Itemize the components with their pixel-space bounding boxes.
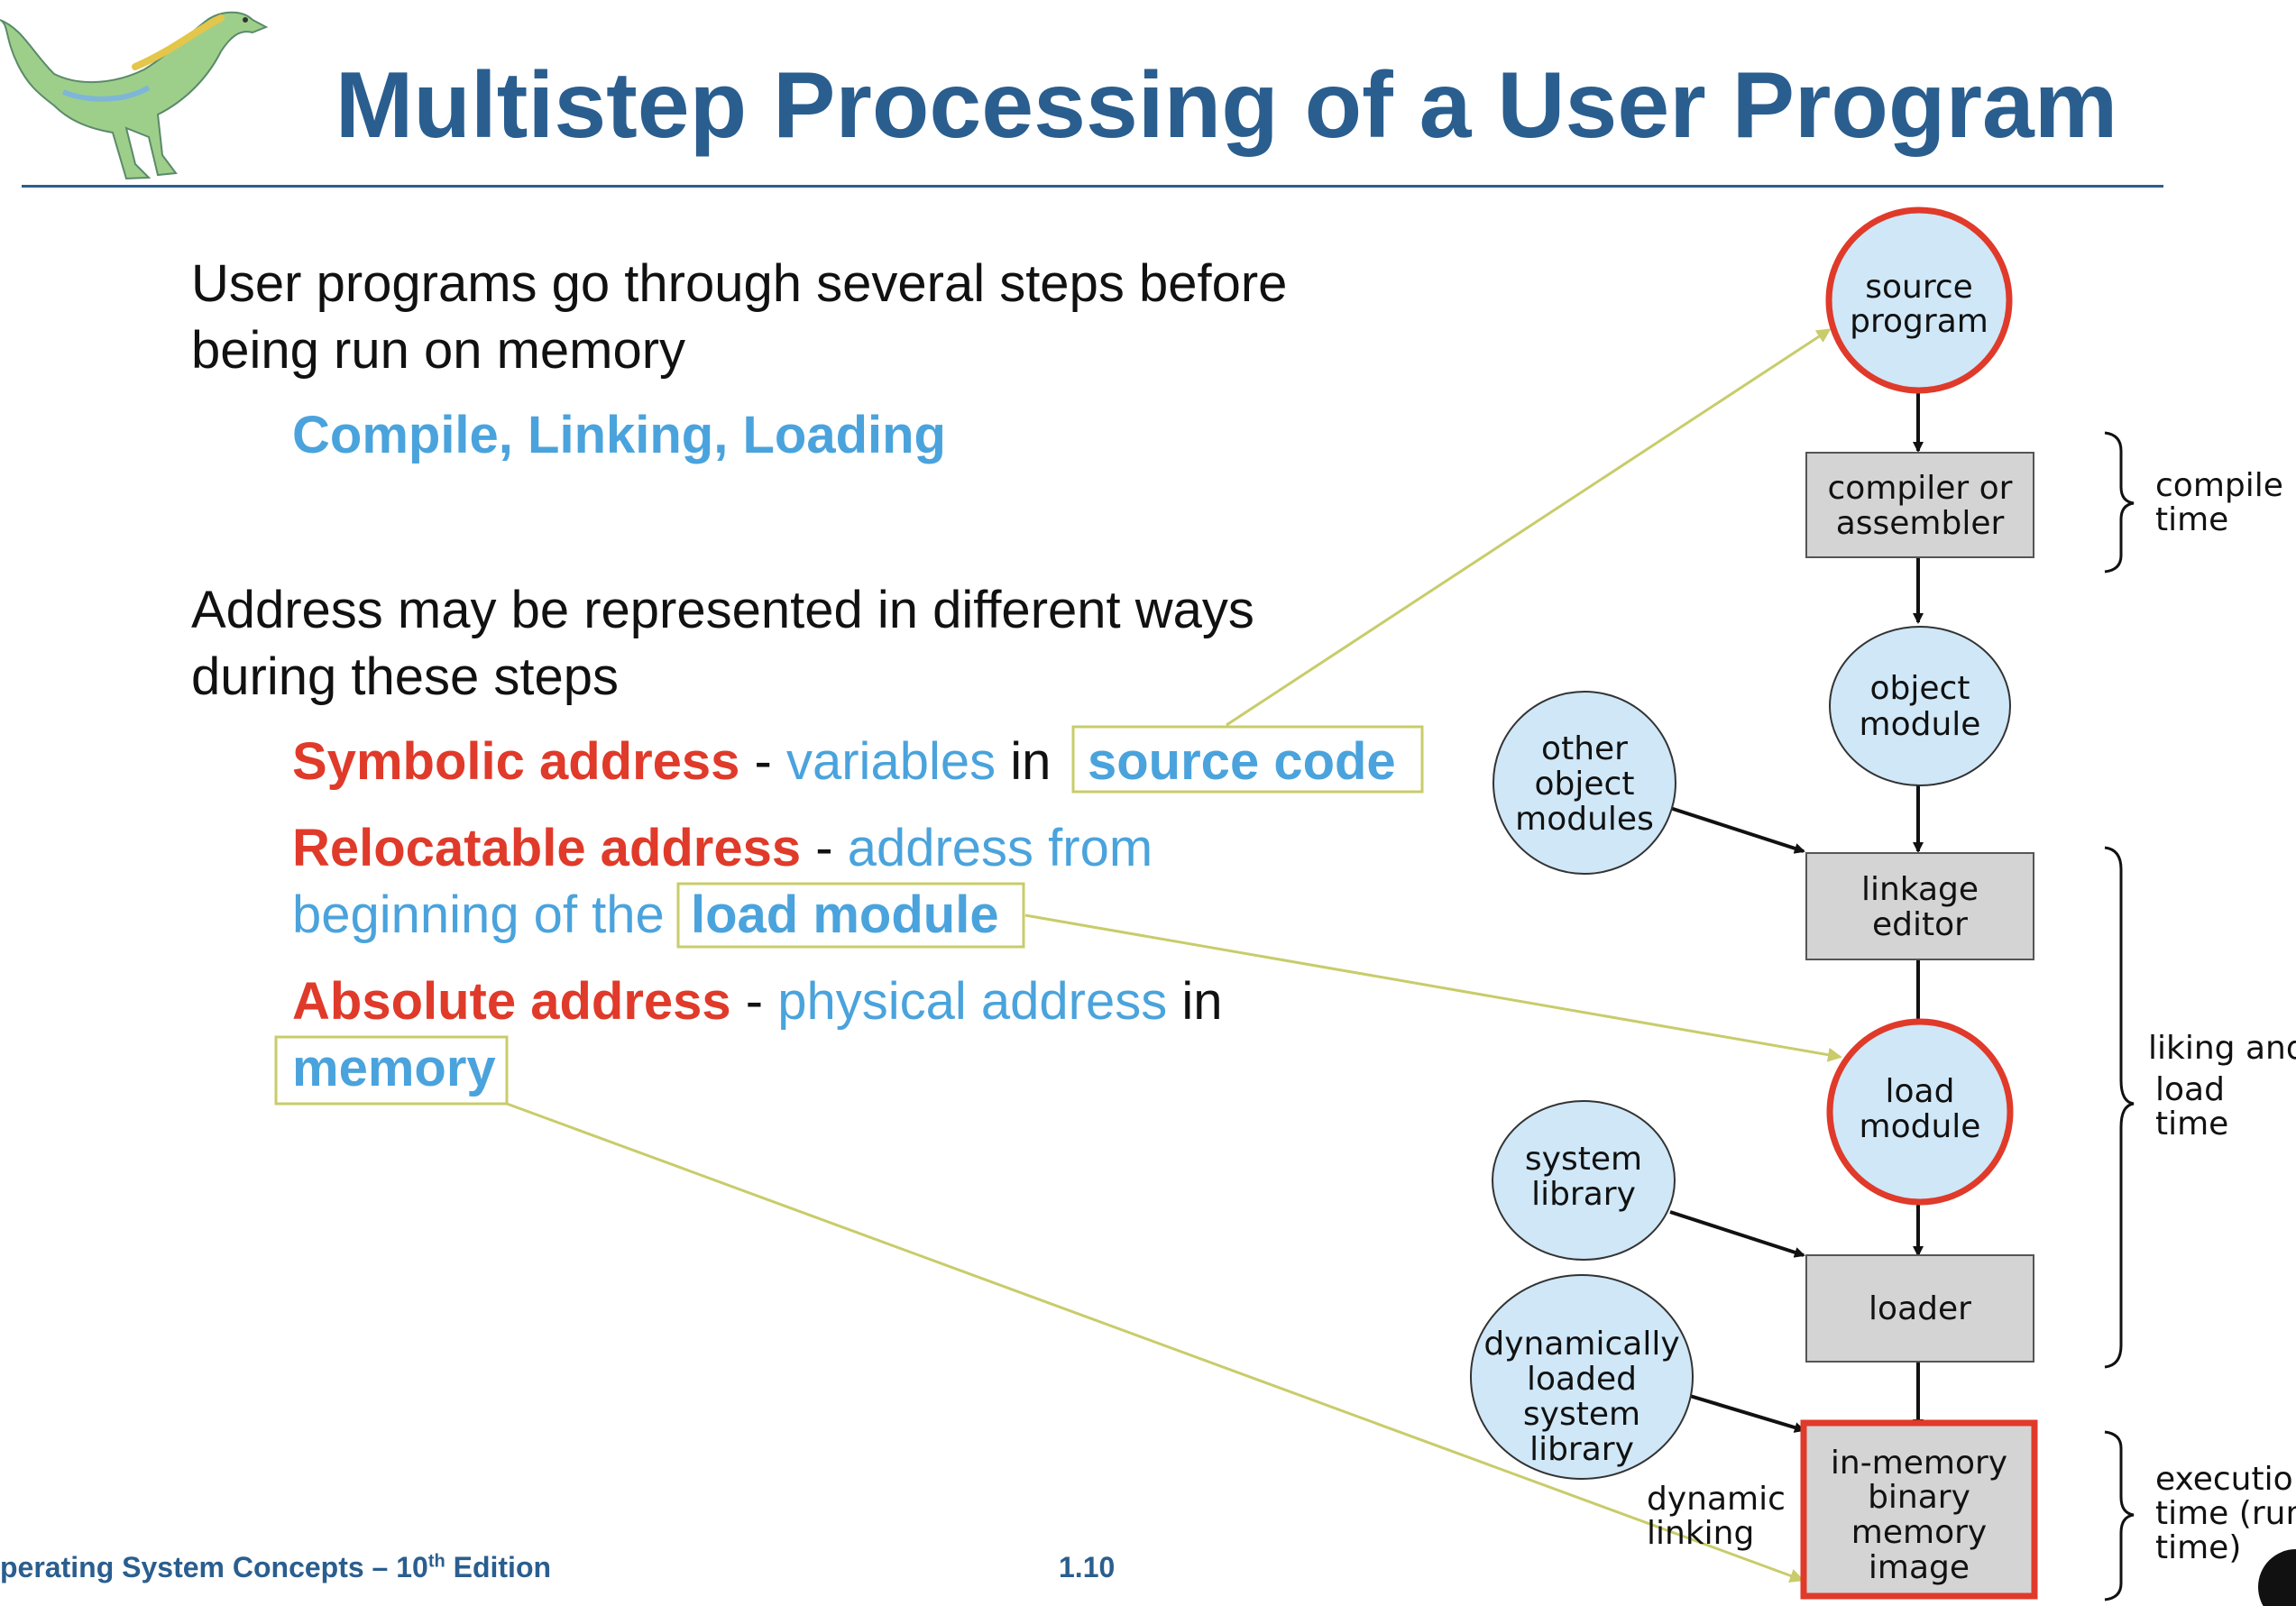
dinosaur-logo (0, 11, 269, 180)
connector-load-module (1024, 913, 1842, 1062)
connector-source-code (1226, 328, 1832, 727)
intro-line-2: being run on memory (191, 321, 686, 380)
compiler-box: compiler or assembler (1805, 452, 2034, 558)
absolute-address-desc: physical address (777, 972, 1168, 1031)
node-label: compile (2155, 467, 2283, 504)
source-code-box (1071, 725, 1424, 794)
node-label: dynamically (1483, 1326, 1679, 1363)
load-module-highlight: load module (691, 886, 999, 944)
node-label: library (1531, 1176, 1636, 1213)
node-label: linkage (1861, 871, 1979, 908)
node-label: executio (2155, 1461, 2293, 1498)
node-label: load (1886, 1073, 1955, 1110)
symbolic-address-line: Symbolic address - variables in (292, 729, 1051, 795)
other-object-modules-node: other object modules (1492, 691, 1676, 875)
load-module-node: load module (1826, 1018, 2014, 1206)
dynamic-linking-label: dynamic linking (1647, 1481, 1786, 1552)
node-label: dynamic (1647, 1481, 1786, 1518)
node-label: compiler or (1828, 470, 2013, 507)
dynamic-library-node: dynamically loaded system library (1470, 1274, 1694, 1480)
connector-word: in (996, 732, 1052, 791)
system-library-node: system library (1492, 1100, 1676, 1261)
node-label: editor (1872, 906, 1968, 943)
node-label: source (1865, 269, 1973, 306)
footer-page-number: 1.10 (1059, 1551, 1116, 1583)
arrow-dynamic-library (1689, 1394, 1805, 1433)
node-label: image (1869, 1549, 1970, 1586)
node-label: in-memory (1831, 1445, 2007, 1482)
intro-line-1: User programs go through several steps b… (191, 254, 1288, 313)
object-module-node: object module (1829, 626, 2011, 786)
linkage-editor-box: linkage editor (1805, 852, 2034, 960)
slide-title: Multistep Processing of a User Program (335, 53, 2118, 158)
node-label: load (2155, 1071, 2225, 1108)
arrow-other-modules (1669, 806, 1805, 854)
node-label: system (1525, 1141, 1642, 1178)
node-label: loaded (1527, 1361, 1637, 1398)
symbolic-address-desc: variables (785, 732, 996, 791)
execution-time-label: executio time (run time) (2155, 1461, 2296, 1566)
footer-book-suffix: Edition (445, 1551, 552, 1583)
node-label: time (run (2155, 1495, 2296, 1532)
node-label: loader (1869, 1290, 1971, 1327)
node-label: object (1870, 670, 1970, 707)
node-label: module (1860, 1108, 1981, 1145)
footer-book-title: perating System Concepts – 10th Edition (0, 1551, 551, 1584)
symbolic-address-term: Symbolic address (292, 732, 740, 791)
node-label: other (1541, 730, 1628, 767)
node-label: program (1850, 303, 1988, 340)
node-label: linking (1647, 1515, 1754, 1552)
arrow-system-library (1669, 1210, 1805, 1258)
node-label: library (1529, 1431, 1634, 1468)
address-line-2: during these steps (191, 647, 619, 706)
load-module-box (676, 882, 1025, 949)
loader-box: loader (1805, 1254, 2034, 1363)
execution-time-brace (2104, 1430, 2135, 1601)
edge-button-icon[interactable] (2258, 1549, 2296, 1606)
source-program-node: source program (1825, 206, 2013, 394)
node-label: time (2155, 501, 2228, 538)
address-line-1: Address may be represented in different … (191, 581, 1254, 639)
relocatable-address-line: Relocatable address - address from (292, 815, 1153, 882)
node-label: time (2155, 1106, 2228, 1143)
relocatable-address-term: Relocatable address (292, 819, 802, 877)
steps-list: Compile, Linking, Loading (292, 406, 946, 464)
node-label: module (1860, 706, 1981, 743)
load-time-label: liking and load time (2148, 1030, 2296, 1143)
node-label: liking and (2148, 1030, 2296, 1067)
connector-memory (506, 1102, 1805, 1583)
connector-word: in (1167, 972, 1223, 1031)
relocatable-address-desc: address from (847, 819, 1153, 877)
node-label: memory (1851, 1514, 1987, 1551)
footer-superscript: th (427, 1551, 445, 1572)
separator: - (801, 819, 848, 877)
node-label: time) (2155, 1529, 2241, 1566)
compile-time-label: compile time (2155, 467, 2283, 538)
node-label: binary (1868, 1479, 1970, 1516)
in-memory-image-box: in-memory binary memory image (1800, 1419, 2038, 1600)
memory-highlight: memory (292, 1039, 496, 1097)
footer-book-prefix: perating System Concepts – 10 (0, 1551, 428, 1583)
node-label: modules (1515, 801, 1654, 838)
node-label: object (1535, 766, 1635, 803)
compile-time-brace (2104, 431, 2135, 574)
load-time-brace (2104, 846, 2135, 1369)
separator: - (739, 732, 786, 791)
absolute-address-line: Absolute address - physical address in (292, 968, 1223, 1035)
absolute-address-term: Absolute address (292, 972, 731, 1031)
source-code-highlight: source code (1088, 732, 1396, 791)
node-label: assembler (1836, 505, 2005, 542)
memory-box (274, 1035, 509, 1106)
title-divider (22, 185, 2163, 188)
node-label: system (1523, 1396, 1640, 1433)
separator: - (730, 972, 778, 1031)
relocatable-address-desc-2: beginning of the (292, 886, 665, 944)
